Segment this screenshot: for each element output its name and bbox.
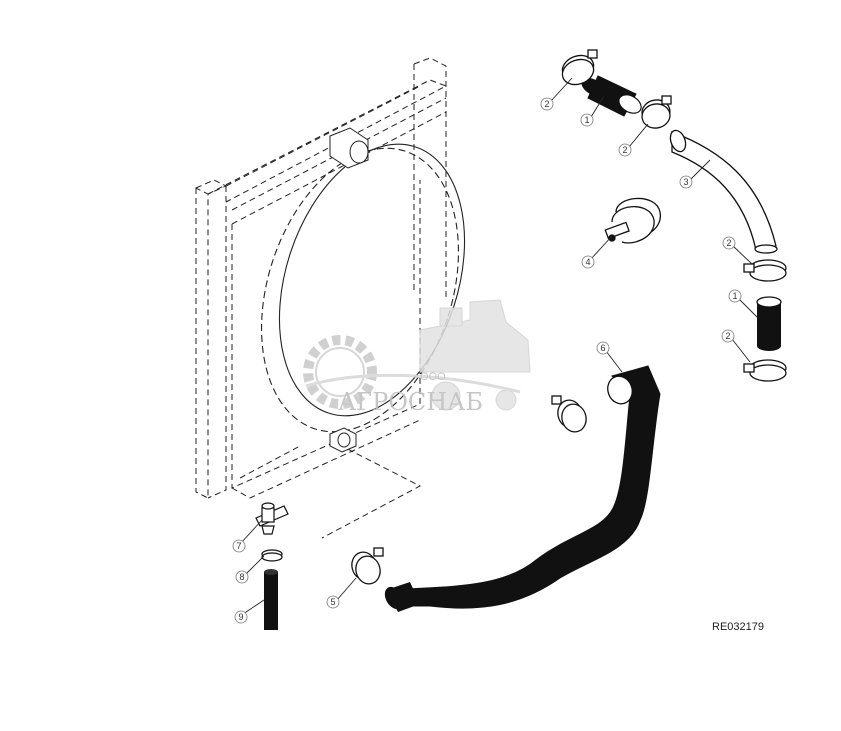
callout-4: 4 (581, 255, 595, 269)
pipe-clip-bracket (604, 197, 661, 244)
svg-text:9: 9 (238, 612, 243, 622)
hose-short-lower (756, 296, 782, 351)
callout-markers: 2 1 2 3 4 2 1 2 (232, 97, 742, 624)
gear-icon (303, 335, 377, 409)
callout-2: 2 (722, 236, 736, 250)
watermark-brand: АГРОСНАБ (338, 388, 483, 416)
svg-text:2: 2 (726, 238, 731, 248)
radiator-lower-neck (329, 427, 357, 453)
drain-hose (264, 569, 278, 630)
hose-clamp (743, 259, 787, 282)
agrosnab-watermark: ООО АГРОСНАБ (303, 299, 531, 416)
svg-text:5: 5 (330, 597, 335, 607)
callout-2: 2 (721, 329, 735, 343)
svg-text:3: 3 (683, 177, 688, 187)
callout-2: 2 (540, 97, 554, 111)
radiator-shroud-outline (195, 57, 448, 539)
svg-text:6: 6 (600, 343, 605, 353)
leader-lines (240, 77, 759, 615)
watermark-swoosh (305, 373, 521, 394)
hose-clamp (551, 395, 587, 433)
callout-1: 1 (728, 289, 742, 303)
svg-text:7: 7 (236, 541, 241, 551)
callout-7: 7 (232, 539, 246, 553)
callout-5: 5 (326, 595, 340, 609)
callout-9: 9 (234, 610, 248, 624)
svg-text:2: 2 (622, 145, 627, 155)
drain-valve (255, 502, 289, 535)
upper-elbow-pipe (669, 129, 778, 254)
callout-3: 3 (679, 175, 693, 189)
lower-radiator-hose (384, 365, 661, 612)
callout-1: 1 (580, 113, 594, 127)
hose-clamp-lower-end (351, 547, 384, 585)
hose-short-upper (581, 75, 642, 117)
svg-text:2: 2 (544, 99, 549, 109)
radiator-upper-neck (329, 127, 369, 169)
callout-8: 8 (235, 570, 249, 584)
combine-harvester-icon (419, 299, 531, 411)
callout-6: 6 (596, 341, 610, 355)
svg-text:1: 1 (584, 115, 589, 125)
svg-text:1: 1 (732, 291, 737, 301)
hose-clamp (561, 49, 598, 86)
figure-reference-code: RE032179 (712, 621, 764, 633)
drain-hose-clamp (261, 549, 283, 562)
hose-clamp (743, 359, 787, 382)
svg-text:2: 2 (725, 331, 730, 341)
callout-2: 2 (618, 143, 632, 157)
hose-clamp (641, 95, 672, 129)
svg-text:8: 8 (239, 572, 244, 582)
svg-text:4: 4 (585, 257, 590, 267)
watermark-prefix: ООО (420, 371, 446, 383)
